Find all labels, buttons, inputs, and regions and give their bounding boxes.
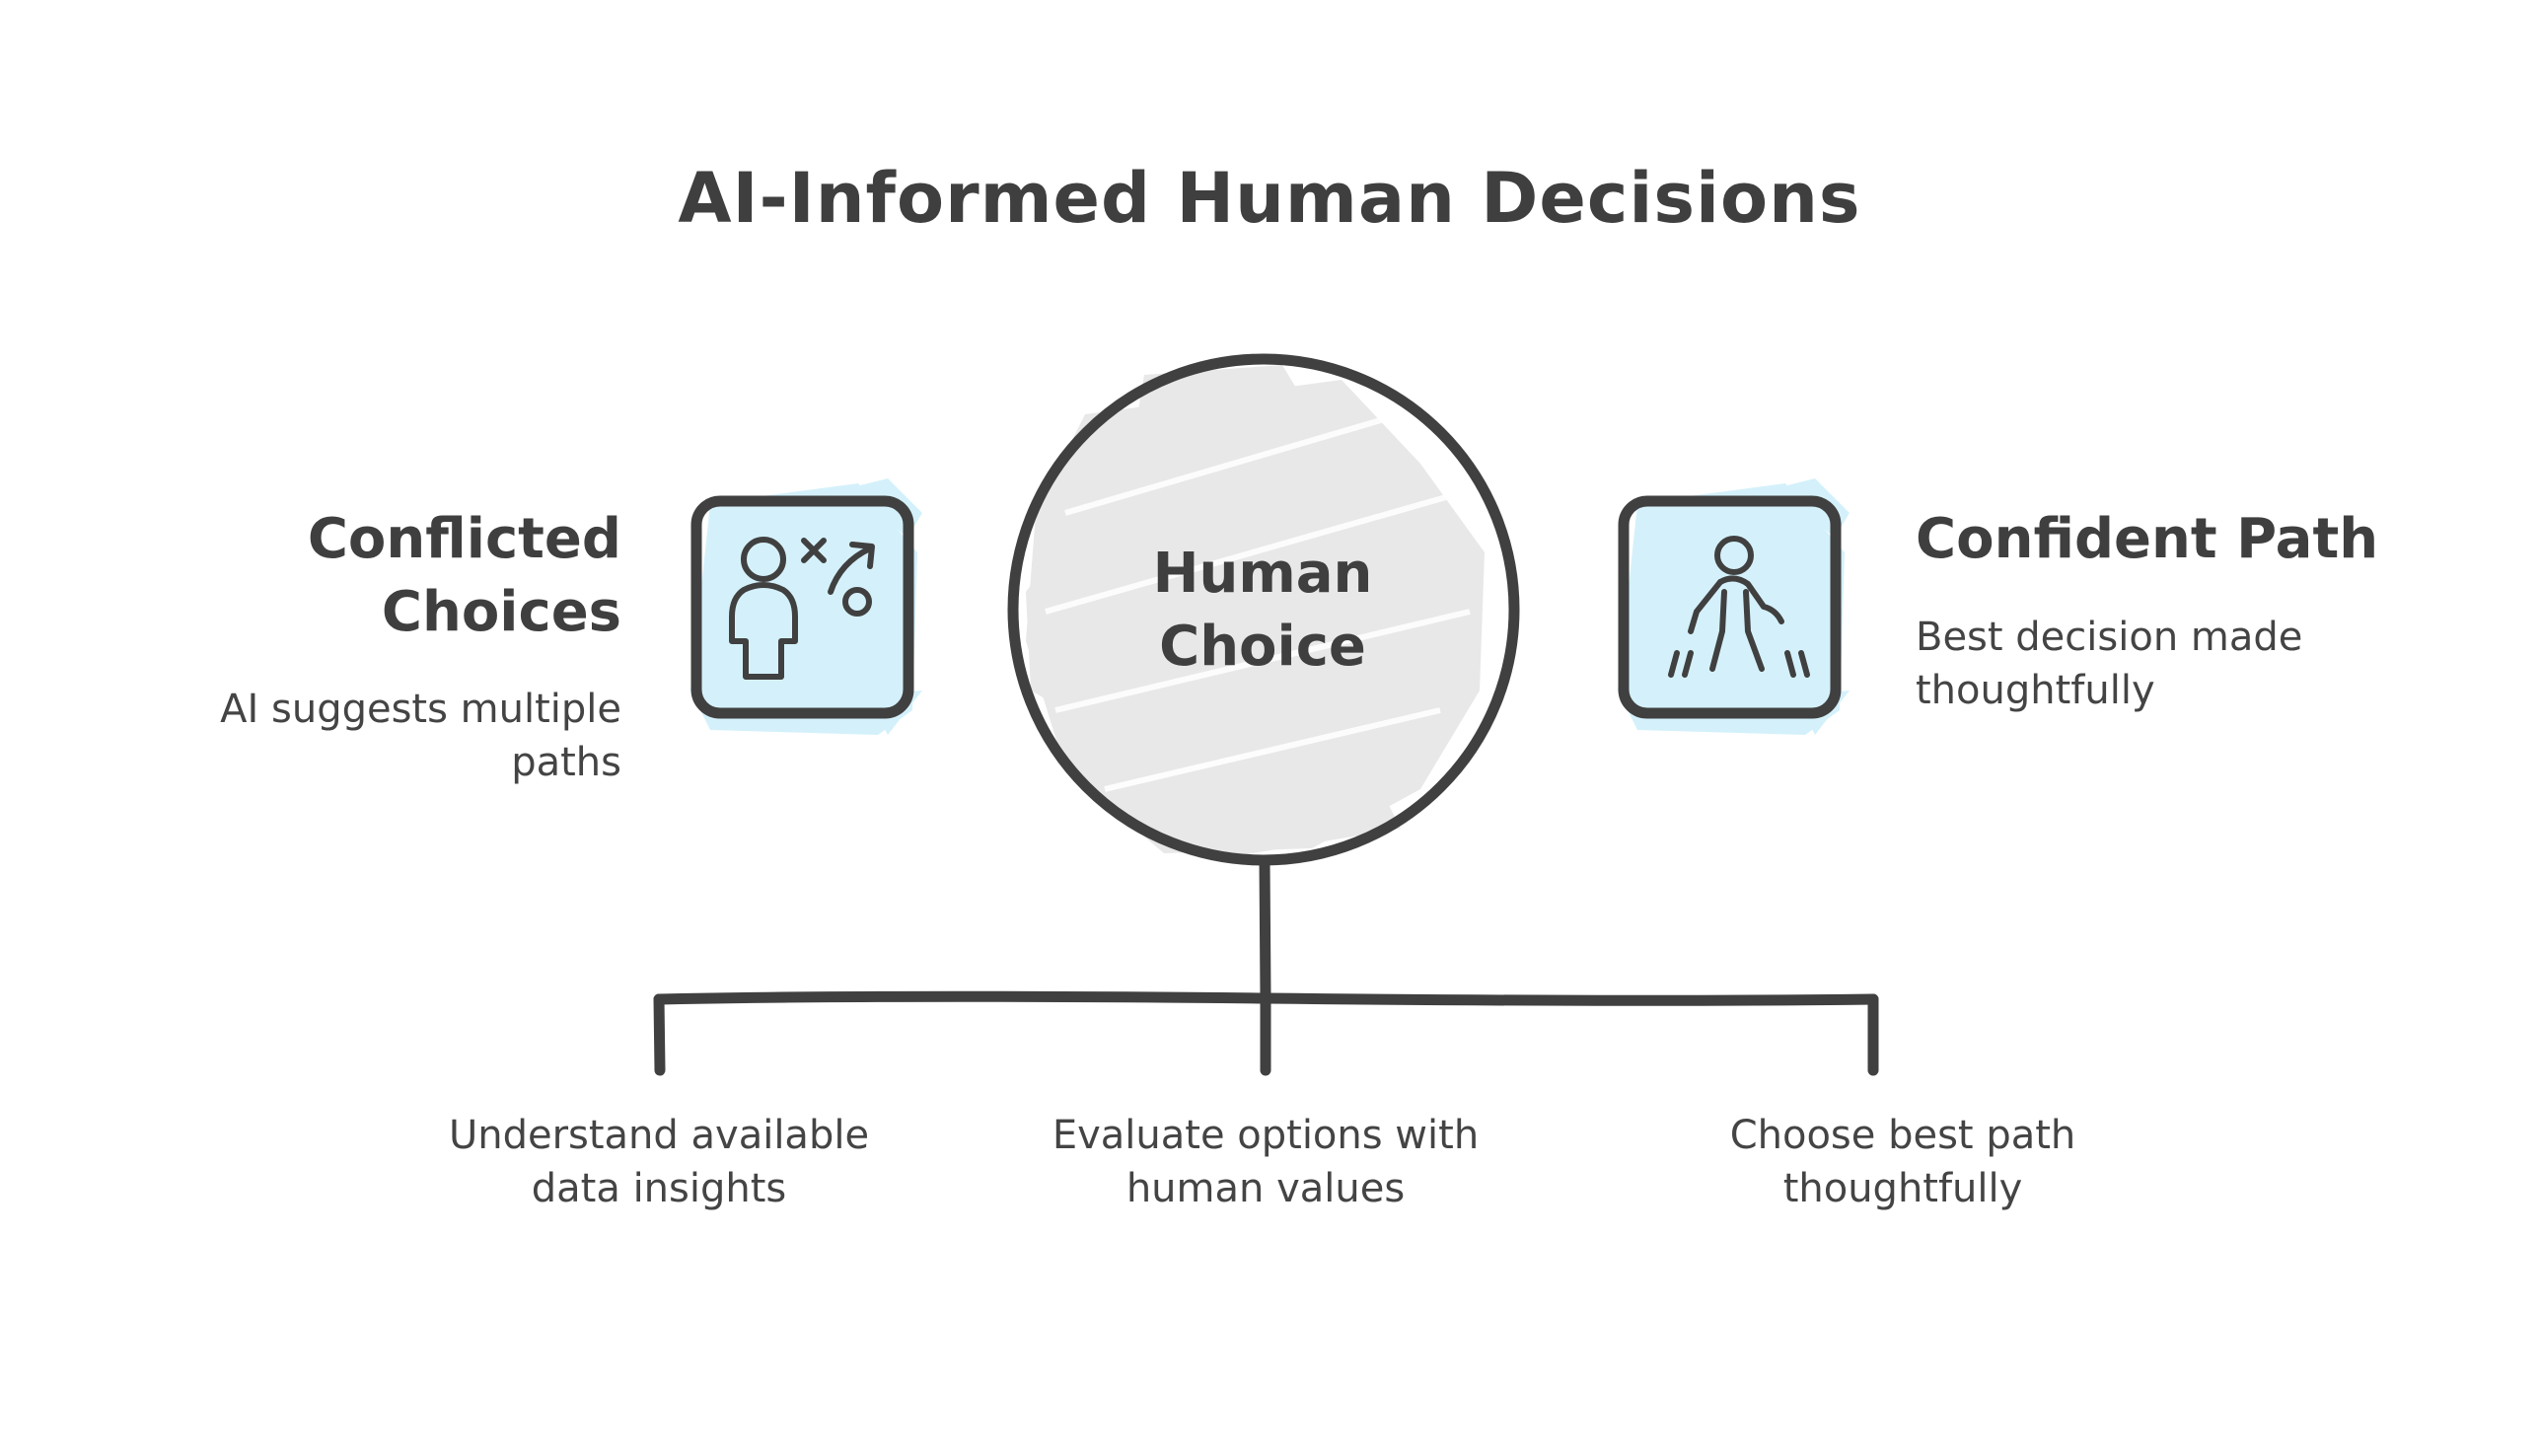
confident-path-icon-box — [1618, 478, 1850, 735]
human-choice-label-line1: Human — [1152, 542, 1373, 606]
conflicted-choices-description: AI suggests multiple paths — [118, 683, 621, 789]
left-icon-frame — [690, 495, 914, 719]
human-choice-label: Human Choice — [1026, 538, 1499, 684]
conflicted-choices-heading-line2: Choices — [381, 580, 621, 644]
branch-drop-left — [653, 993, 666, 1076]
human-choice-label-line2: Choice — [1159, 615, 1366, 679]
person-strategy-icon — [729, 537, 875, 680]
confident-path-heading-text: Confident Path — [1916, 507, 2379, 571]
step-label-evaluate-line1: Evaluate options with — [1052, 1113, 1480, 1158]
conflicted-choices-description-line2: paths — [511, 740, 621, 785]
circle-scribble-strokes — [1045, 411, 1471, 792]
confident-path-description-line2: thoughtfully — [1916, 668, 2155, 713]
conflicted-choices-icon-box — [690, 478, 922, 735]
step-label-choose: Choose best path thoughtfully — [1627, 1109, 2179, 1215]
step-label-choose-line1: Choose best path — [1729, 1113, 2076, 1158]
right-icon-frame — [1618, 495, 1842, 719]
conflicted-choices-description-line1: AI suggests multiple — [220, 687, 621, 732]
conflicted-choices-heading-line1: Conflicted — [307, 507, 621, 571]
step-label-choose-line2: thoughtfully — [1782, 1166, 2023, 1211]
step-label-understand-line2: data insights — [531, 1166, 787, 1211]
confident-path-description-line1: Best decision made — [1916, 615, 2303, 660]
step-label-evaluate-line2: human values — [1125, 1166, 1406, 1211]
left-icon-scribble — [690, 478, 922, 735]
branch-connector — [653, 854, 1879, 1076]
conflicted-choices-heading: Conflicted Choices — [197, 503, 621, 649]
diagram-title: AI-Informed Human Decisions — [678, 158, 1861, 239]
step-label-evaluate: Evaluate options with human values — [989, 1109, 1542, 1215]
step-label-understand: Understand available data insights — [383, 1109, 935, 1215]
person-walking-icon — [1668, 536, 1810, 678]
step-label-understand-line1: Understand available — [448, 1113, 870, 1158]
confident-path-heading: Confident Path — [1916, 503, 2468, 576]
confident-path-description: Best decision made thoughtfully — [1916, 611, 2429, 717]
trunk-line — [1259, 854, 1271, 1002]
circle-scribble-fill — [1026, 365, 1485, 858]
right-icon-scribble — [1618, 478, 1850, 735]
human-choice-node — [1007, 353, 1520, 866]
